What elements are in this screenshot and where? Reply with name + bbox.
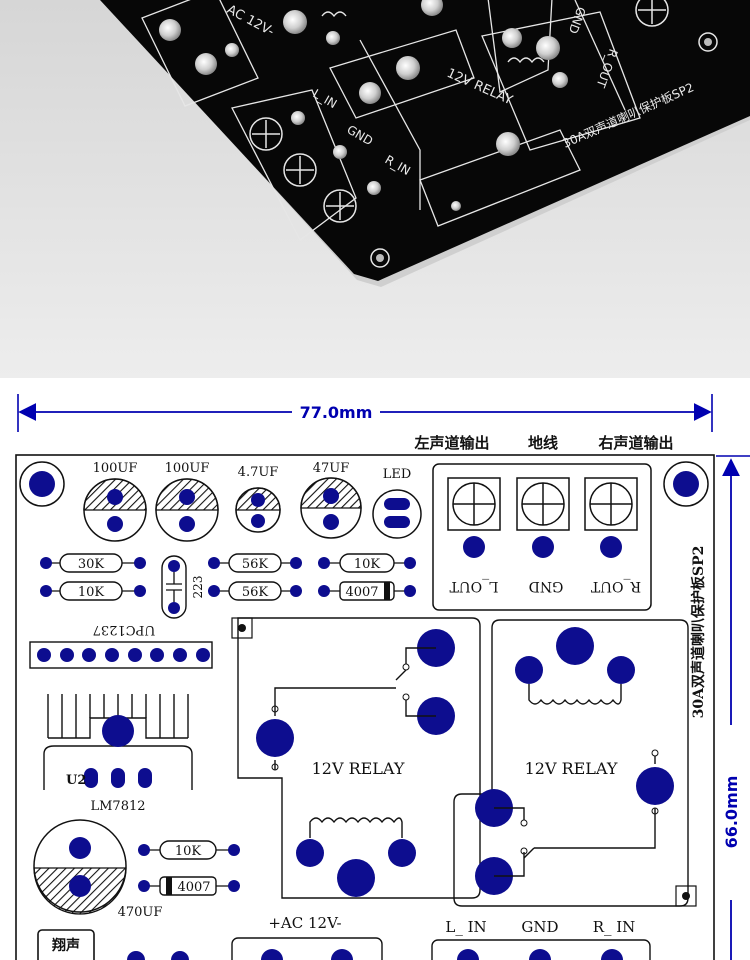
logo-text: 翔声: [51, 937, 80, 954]
pcb-mounting-holes: [370, 32, 718, 268]
ground-output-label: 地线: [528, 434, 558, 452]
capacitor-47uf: 47UF: [300, 461, 362, 539]
regulator-part-label: LM7812: [90, 799, 145, 814]
relay-1: 12V RELAY: [231, 617, 481, 899]
output-terminal-block: L_OUT GND R_OUT: [432, 463, 652, 611]
capacitor-label: 4.7UF: [238, 465, 279, 480]
ac-terminal-block: [231, 937, 383, 960]
capacitor-470uf-label: 470UF: [118, 905, 163, 920]
logo-box: [37, 929, 95, 960]
mounting-hole-left: [19, 461, 65, 507]
diode-label: 4007: [177, 880, 210, 895]
relay-2-label: 12V RELAY: [525, 759, 618, 778]
r-out-label: R_OUT: [590, 578, 641, 594]
ac-input-label: +AC 12V-: [268, 914, 341, 932]
capacitor-223: 223: [161, 555, 205, 619]
capacitor-100uf-2: 100UF: [155, 461, 219, 542]
regulator-ref-label: U2: [66, 773, 86, 788]
resistor-56k-2: 56K: [208, 581, 302, 601]
pcb-board: [100, 0, 750, 281]
width-dimension-label: 77.0mm: [300, 403, 373, 422]
r-in-label: R_ IN: [593, 918, 636, 936]
left-output-label: 左声道输出: [413, 434, 489, 452]
board-outline: [15, 454, 715, 960]
resistor-label: 10K: [175, 844, 202, 859]
capacitor-label: 100UF: [93, 461, 138, 476]
resistor-10k-3: 10K: [138, 840, 240, 860]
height-dimension-label: 66.0mm: [722, 776, 741, 849]
capacitor-label: 47UF: [313, 461, 350, 476]
relay-2: 12V RELAY: [453, 619, 697, 907]
l-in-label: L_ IN: [445, 918, 486, 936]
resistor-label: 10K: [354, 557, 381, 572]
ic-upc1237: UPC1237: [29, 622, 213, 669]
pcb-silkscreen-lines: [141, 0, 641, 241]
pcb-terminal-pads: [249, 0, 669, 223]
resistor-10k-1: 10K: [40, 581, 146, 601]
mounting-hole-right: [663, 461, 709, 507]
resistor-label: 30K: [78, 557, 105, 572]
terminal-r-out: [584, 477, 638, 558]
terminal-gnd: [516, 477, 570, 558]
gnd-out-label: GND: [529, 578, 564, 594]
capacitor-470uf: 470UF: [33, 819, 163, 920]
resistor-label: 56K: [242, 557, 269, 572]
right-output-label: 右声道输出: [598, 434, 673, 452]
led: LED: [372, 467, 422, 539]
input-terminal-block: [431, 939, 651, 960]
pcb-relay-coil: [507, 57, 545, 64]
dimension-height: 66.0mm: [716, 455, 750, 960]
diode-4007-2: 4007: [138, 876, 240, 896]
diode-label: 4007: [345, 585, 378, 600]
terminal-l-out: [447, 477, 501, 558]
pcb-relay-coil-top: [321, 11, 347, 18]
ic-label: UPC1237: [93, 622, 156, 637]
led-label: LED: [383, 467, 412, 482]
relay-1-label: 12V RELAY: [312, 759, 405, 778]
board-name-label: 30A双声道喇叭保护板SP2: [690, 546, 707, 719]
resistor-label: 10K: [78, 585, 105, 600]
resistor-56k-1: 56K: [208, 553, 302, 573]
resistor-30k: 30K: [40, 553, 146, 573]
capacitor-4-7uf: 4.7UF: [235, 465, 281, 533]
capacitor-label: 100UF: [165, 461, 210, 476]
gnd-in-label: GND: [521, 918, 558, 936]
capacitor-223-label: 223: [191, 576, 205, 599]
pcb-pads: [159, 0, 568, 211]
resistor-10k-2: 10K: [318, 553, 416, 573]
resistor-label: 56K: [242, 585, 269, 600]
regulator-lm7812: [43, 694, 193, 790]
pcb-photo: AC 12V- 12V RELAY L_IN GND R_IN R_OUT GN…: [0, 0, 750, 378]
diode-4007-1: 4007: [318, 581, 416, 601]
pcb-layout-diagram: 77.0mm 66.0mm 左声道输出 地线 右声道输出 100UF 100UF…: [15, 394, 750, 960]
l-out-label: L_OUT: [449, 578, 499, 594]
capacitor-100uf-1: 100UF: [83, 461, 147, 542]
dimension-width: 77.0mm: [17, 394, 713, 432]
